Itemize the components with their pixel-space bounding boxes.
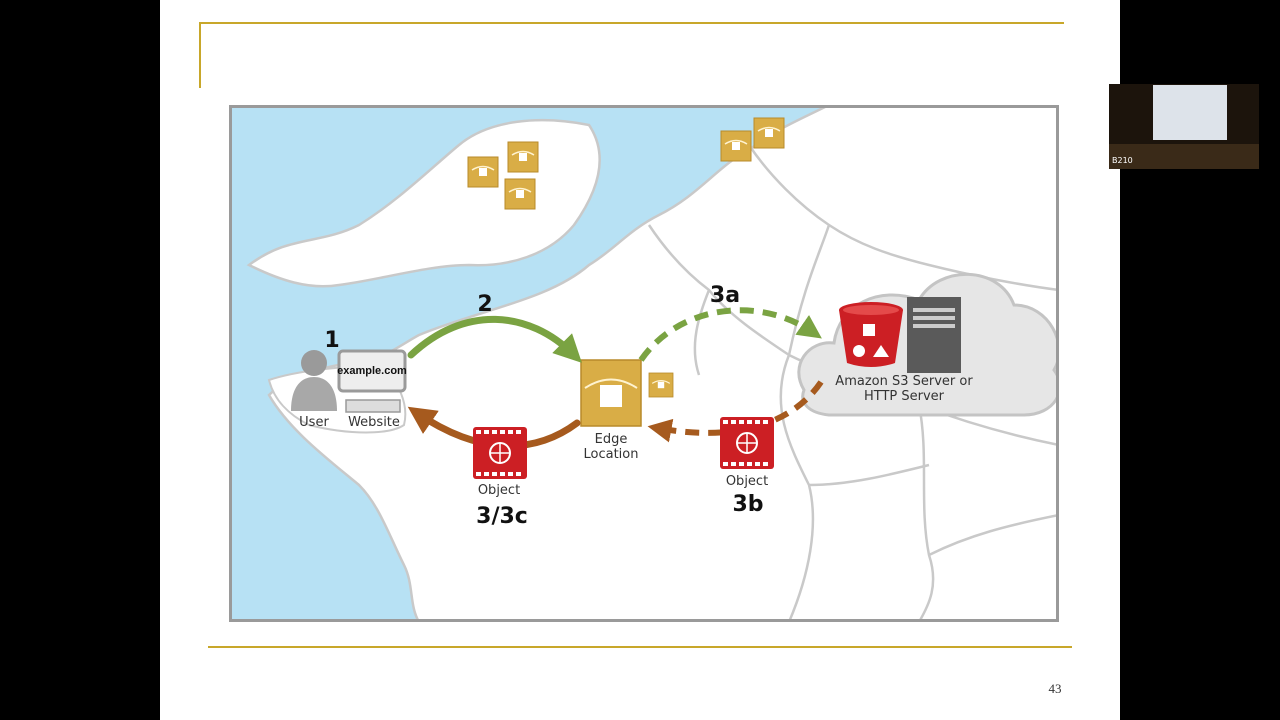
s3-bucket-icon	[839, 302, 903, 367]
webcam-floor	[1109, 144, 1259, 169]
step-2-label: 2	[477, 292, 492, 317]
edge-tile-london-2	[507, 141, 539, 173]
edge-location-label-2: Location	[584, 447, 639, 462]
edge-tile-small	[648, 372, 674, 398]
webcam-preview: B210	[1109, 84, 1259, 169]
edge-tile-amsterdam-1	[720, 130, 752, 162]
object-right-label: Object	[726, 474, 768, 489]
top-rule	[199, 22, 1064, 24]
webcam-projector-screen	[1153, 85, 1227, 140]
http-server-icon	[907, 297, 961, 373]
bottom-rule	[208, 646, 1072, 648]
page-number: 43	[1048, 681, 1062, 696]
website-screen-text: example.com	[337, 365, 407, 377]
arrow-step-3a	[638, 307, 822, 362]
top-rule-tick	[199, 22, 201, 88]
cloudfront-flow-diagram: Edge Location User example.com Website A…	[229, 105, 1059, 622]
edge-tile-london-3	[504, 178, 536, 210]
origin-label-2: HTTP Server	[864, 389, 945, 404]
edge-location-icon	[580, 359, 642, 427]
edge-tile-london-1	[467, 156, 499, 188]
step-1-label: 1	[324, 328, 339, 353]
website-monitor-icon	[337, 349, 407, 413]
object-left-label: Object	[478, 483, 520, 498]
edge-tile-amsterdam-2	[753, 117, 785, 149]
user-icon	[291, 350, 337, 411]
user-label: User	[299, 415, 329, 430]
website-label: Website	[348, 415, 400, 430]
arrow-step-2	[407, 315, 582, 363]
diagram-frame	[229, 105, 1059, 622]
edge-location-label-1: Edge	[595, 432, 628, 447]
step-3a-label: 3a	[710, 283, 740, 308]
step-3c-label: 3/3c	[476, 504, 528, 529]
step-3b-label: 3b	[732, 492, 763, 517]
origin-label-1: Amazon S3 Server or	[835, 374, 973, 389]
object-left-icon	[472, 426, 528, 480]
webcam-room-label: B210	[1112, 156, 1133, 165]
object-right-icon	[719, 416, 775, 470]
